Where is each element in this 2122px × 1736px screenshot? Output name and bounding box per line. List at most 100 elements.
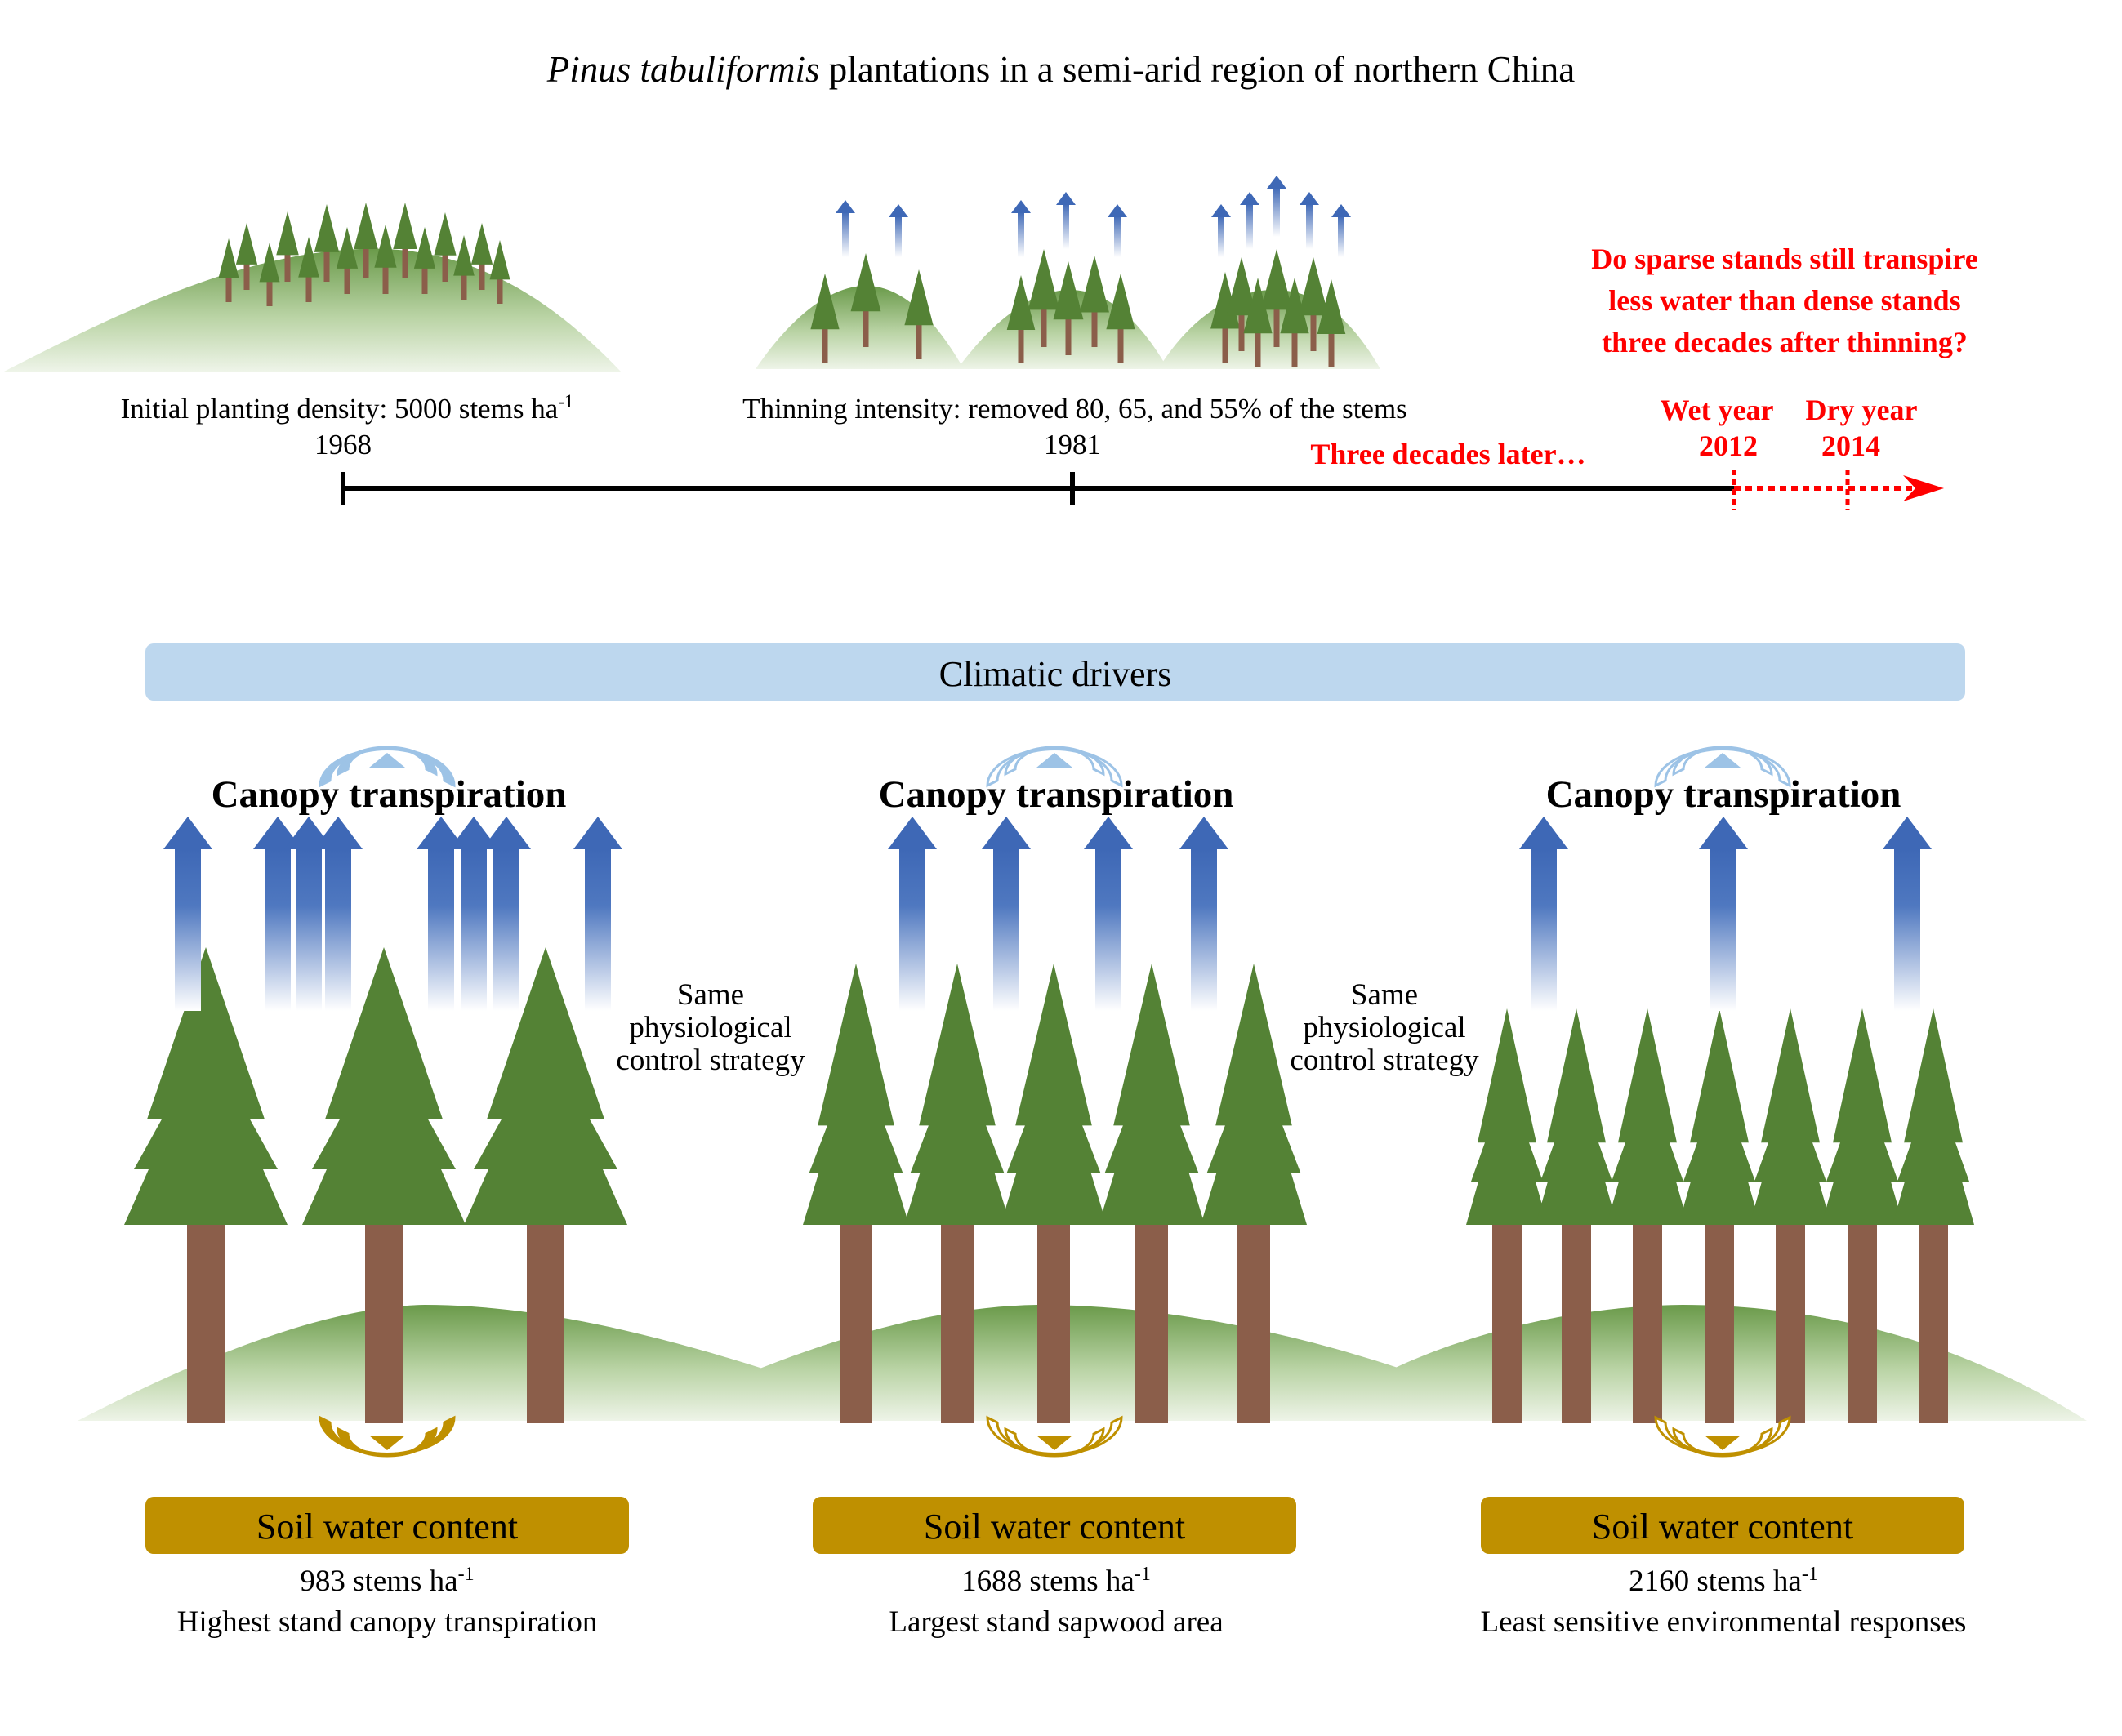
planting-tree-7-crown xyxy=(336,227,359,269)
thinned-tree-10-crown xyxy=(1226,257,1257,316)
top-vapor-arrow-6-shaft xyxy=(1218,216,1224,257)
planting-year: 1968 xyxy=(314,429,372,461)
stand2-tree-4-trunk xyxy=(1135,1225,1168,1423)
stand3-tree-1-trunk xyxy=(1492,1225,1522,1423)
soil-water-label-1: Soil water content xyxy=(256,1507,518,1547)
wet-year-label: Wet year xyxy=(1661,394,1774,426)
stand3-tree-5-crown xyxy=(1750,1008,1831,1225)
thinned-tree-4-trunk xyxy=(1018,326,1024,363)
hill-stand-3 xyxy=(1307,1305,2087,1421)
thinned-tree-11-crown xyxy=(1243,278,1273,334)
stand3-tree-6-crown xyxy=(1821,1008,1903,1225)
top-vapor-arrow-9-head xyxy=(1300,192,1319,205)
stand1-tree-2-trunk xyxy=(365,1225,403,1423)
stand1-arrow-6-head xyxy=(449,817,498,849)
question-line-3: three decades after thinning? xyxy=(1602,326,1968,358)
stand1-arrow-1-head xyxy=(163,817,212,849)
soil-water-bar-2 xyxy=(813,1497,1296,1554)
same-strategy-1-line-1: Same xyxy=(677,978,744,1012)
soil-wave-1-core xyxy=(369,1436,405,1450)
top-illustrations xyxy=(4,176,1380,372)
thinned-tree-8-trunk xyxy=(1117,325,1124,363)
stand2-arrow-1-shaft xyxy=(899,849,925,1011)
stand3-tree-7-crown xyxy=(1892,1008,1974,1225)
future-arrowhead xyxy=(1903,475,1944,501)
climate-wave-1-core xyxy=(369,753,405,768)
same-strategy-2-line-1: Same xyxy=(1351,978,1418,1012)
planting-tree-4-trunk xyxy=(284,251,291,282)
stand1-arrow-6-shaft xyxy=(461,849,487,1011)
planting-tree-7-trunk xyxy=(344,265,350,294)
thinned-tree-14-trunk xyxy=(1310,311,1317,351)
thinned-tree-15-trunk xyxy=(1328,330,1335,367)
soil-water-label-3: Soil water content xyxy=(1592,1507,1853,1547)
finding-1: Highest stand canopy transpiration xyxy=(177,1605,598,1639)
stand3-tree-1-crown xyxy=(1466,1008,1548,1225)
same-strategy-1-line-2: physiological xyxy=(629,1011,791,1044)
stand3-arrow-3-head xyxy=(1883,817,1932,849)
stand2-tree-3-trunk xyxy=(1037,1225,1070,1423)
dry-year-label: Dry year xyxy=(1806,394,1918,426)
thinned-tree-3-crown xyxy=(904,269,934,326)
stand2-arrow-2-head xyxy=(982,817,1031,849)
soil-wave-2-core xyxy=(1036,1436,1072,1450)
top-vapor-arrow-1-head xyxy=(836,200,855,213)
top-vapor-arrow-8-shaft xyxy=(1273,187,1280,237)
stand2-tree-2-trunk xyxy=(941,1225,974,1423)
canopy-transpiration-label-3: Canopy transpiration xyxy=(1546,773,1901,816)
density-1: 983 stems ha-1 xyxy=(300,1564,474,1598)
planting-tree-12-crown xyxy=(434,212,457,256)
climate-wave-3-core xyxy=(1705,753,1741,768)
stand3-arrow-1-shaft xyxy=(1531,849,1557,1011)
top-vapor-arrow-1-shaft xyxy=(842,211,849,257)
stand1-tree-2-crown xyxy=(302,947,466,1225)
soil-wave-3-core xyxy=(1705,1436,1741,1450)
stand3-tree-4-crown xyxy=(1678,1008,1760,1225)
planting-tree-5-crown xyxy=(298,237,319,278)
climate-wave-3-arc-2 xyxy=(1654,747,1791,788)
stand3-tree-5-trunk xyxy=(1776,1225,1805,1423)
thinned-tree-11-trunk xyxy=(1255,329,1261,367)
planting-tree-1-trunk xyxy=(225,275,232,302)
planting-tree-15-crown xyxy=(489,240,510,280)
finding-2: Largest stand sapwood area xyxy=(889,1605,1223,1639)
stand3-arrow-1-head xyxy=(1519,817,1568,849)
top-vapor-arrow-7-shaft xyxy=(1246,203,1253,249)
stand1-tree-1-crown xyxy=(124,947,288,1225)
thinned-tree-2-trunk xyxy=(863,307,869,347)
wet-year-value: 2012 xyxy=(1699,430,1758,462)
stand1-tree-1-trunk xyxy=(187,1225,225,1423)
planting-tree-6-trunk xyxy=(323,249,330,282)
thinned-tree-13-crown xyxy=(1280,278,1309,334)
thinned-tree-8-crown xyxy=(1106,274,1135,330)
thinned-tree-1-crown xyxy=(810,274,840,330)
climate-wave-1-arc-2 xyxy=(319,747,456,788)
timeline xyxy=(341,470,1944,510)
planting-tree-10-crown xyxy=(393,203,417,250)
top-vapor-arrow-2-shaft xyxy=(895,216,902,257)
transpiration-arrows xyxy=(163,817,1932,1011)
canopy-transpiration-label-2: Canopy transpiration xyxy=(879,773,1234,816)
planting-tree-10-trunk xyxy=(402,246,408,278)
three-decades-label: Three decades later… xyxy=(1310,438,1585,470)
stand3-tree-6-trunk xyxy=(1848,1225,1877,1423)
stand1-arrow-8-head xyxy=(573,817,622,849)
title-species: Pinus tabuliformis xyxy=(546,49,820,90)
planting-tree-3-trunk xyxy=(266,279,273,306)
stand3-arrow-3-shaft xyxy=(1894,849,1920,1011)
planting-tree-1-crown xyxy=(218,238,239,278)
top-vapor-arrow-8-head xyxy=(1267,176,1286,189)
question-line-2: less water than dense stands xyxy=(1608,284,1960,317)
planting-tree-2-crown xyxy=(235,223,258,265)
thinned-tree-12-trunk xyxy=(1273,305,1280,347)
stand-trees xyxy=(124,947,1974,1423)
density-2: 1688 stems ha-1 xyxy=(961,1564,1151,1598)
top-vapor-arrow-10-head xyxy=(1331,204,1351,217)
planting-tree-3-crown xyxy=(259,243,280,283)
thinned-tree-15-crown xyxy=(1317,279,1346,334)
same-strategy-2-line-2: physiological xyxy=(1303,1011,1465,1044)
stand3-tree-2-trunk xyxy=(1562,1225,1591,1423)
canopy-transpiration-label-1: Canopy transpiration xyxy=(212,773,567,816)
stand3-tree-3-trunk xyxy=(1633,1225,1662,1423)
stand1-arrow-7-head xyxy=(482,817,531,849)
